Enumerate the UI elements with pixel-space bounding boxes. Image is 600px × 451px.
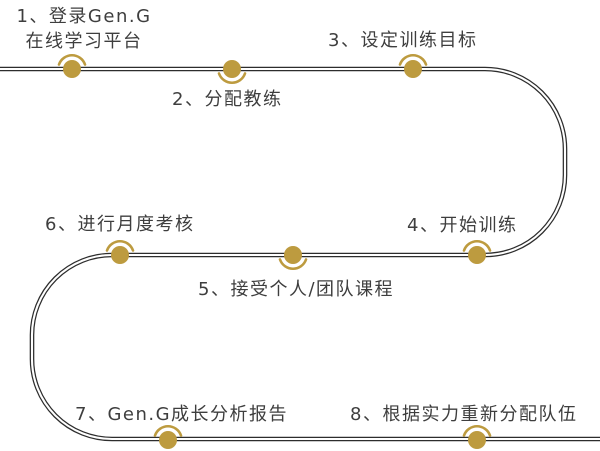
step-6-dot (111, 246, 129, 264)
step-8-arc (462, 424, 492, 437)
step-4-arc (462, 239, 492, 252)
step-2-marker (217, 60, 247, 85)
step-3-arc (398, 53, 428, 66)
step-label-3: 3、设定训练目标 (328, 30, 478, 51)
step-label-2: 2、分配教练 (172, 89, 283, 110)
step-1-arc (57, 53, 87, 66)
step-1-dot (63, 60, 81, 78)
step-8-dot (468, 431, 486, 449)
step-label-7: 7、Gen.G成长分析报告 (75, 404, 289, 425)
step-6-marker (105, 239, 135, 264)
step-1-marker (57, 53, 87, 78)
step-2-arc (217, 72, 247, 85)
step-6-arc (105, 239, 135, 252)
step-7-dot (159, 431, 177, 449)
step-label-8: 8、根据实力重新分配队伍 (350, 404, 578, 425)
step-7-marker (153, 424, 183, 449)
step-5-marker (278, 246, 308, 271)
step-label-6: 6、进行月度考核 (45, 214, 195, 235)
step-2-dot (223, 60, 241, 78)
step-8-marker (462, 424, 492, 449)
step-3-marker (398, 53, 428, 78)
step-4-dot (468, 246, 486, 264)
step-label-4: 4、开始训练 (407, 215, 518, 236)
step-3-dot (404, 60, 422, 78)
step-4-marker (462, 239, 492, 264)
step-5-dot (284, 246, 302, 264)
step-label-5: 5、接受个人/团队课程 (198, 279, 395, 300)
step-label-1: 1、登录Gen.G 在线学习平台 (16, 6, 152, 52)
step-5-arc (278, 258, 308, 271)
step-7-arc (153, 424, 183, 437)
